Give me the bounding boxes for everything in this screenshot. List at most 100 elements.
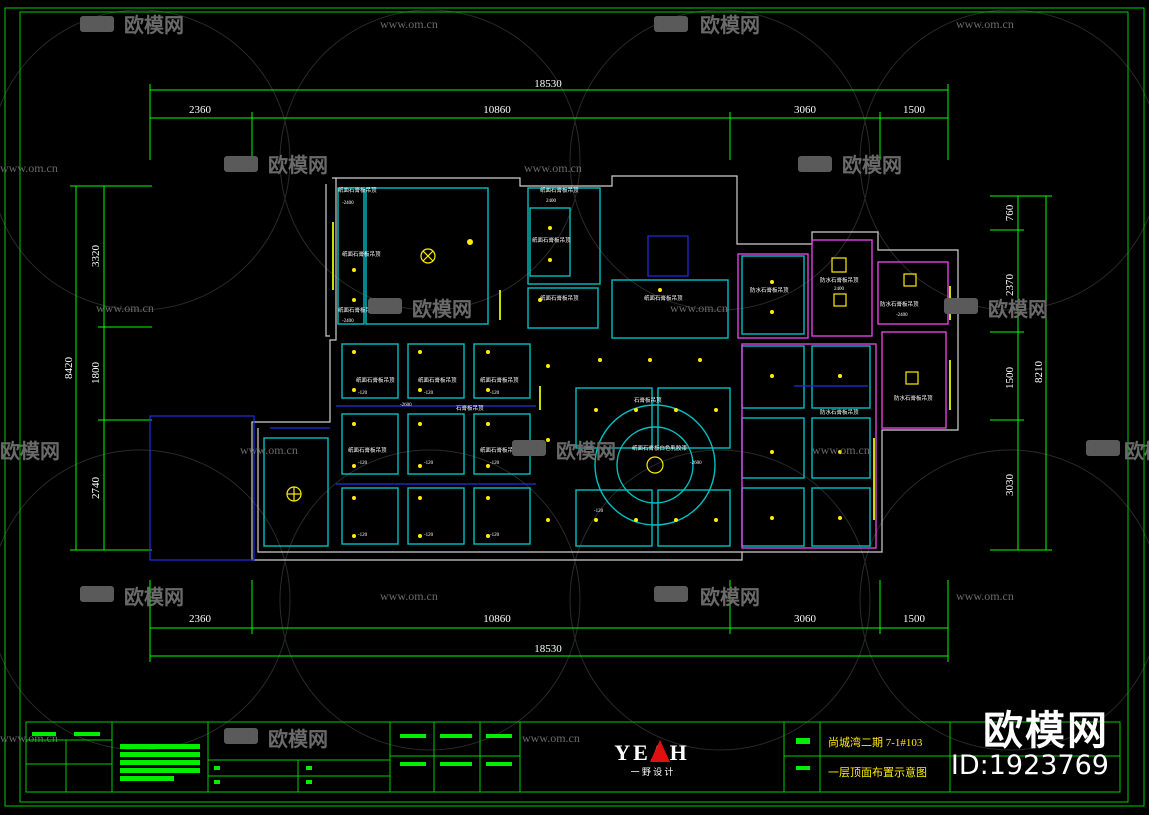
logo-subtitle: 一 野 设 计 xyxy=(631,766,674,777)
corner-id-label: ID:1923769 xyxy=(950,750,1109,781)
sofa-icon xyxy=(80,586,114,602)
level-tag: -120 xyxy=(424,533,434,538)
logo-accent-icon xyxy=(650,740,670,762)
dimension-bottom xyxy=(149,580,949,662)
room-label: 纸面石膏板吊顶 xyxy=(540,186,579,194)
dim-right-seg-1: 760 xyxy=(1004,204,1016,221)
logo-text: YEAH xyxy=(614,740,690,765)
dim-top-seg-4: 1500 xyxy=(903,104,926,116)
project-name: 尚城湾二期 7-1#103 xyxy=(828,735,923,749)
level-tag: -2600 xyxy=(400,403,412,408)
yeah-logo: YEAH 一 野 设 计 xyxy=(614,740,690,777)
dim-bottom-seg-3: 3060 xyxy=(794,613,817,625)
dimension-left xyxy=(70,185,152,551)
level-tag: 2400 xyxy=(546,199,557,204)
light-fixtures xyxy=(352,226,842,538)
watermark-url: www.om.cn xyxy=(240,443,298,457)
room-label: 纸面石膏板吊顶 xyxy=(480,446,519,454)
watermark-brand: 欧模网 xyxy=(412,297,472,321)
ceiling-lamp-symbols xyxy=(286,248,919,502)
watermark-url: www.om.cn xyxy=(670,301,728,315)
watermark-url-layer: www.om.cn www.om.cn www.om.cn www.om.cn … xyxy=(0,17,1014,745)
room-label: 防水石膏板吊顶 xyxy=(750,286,789,294)
dim-left-seg-3: 2740 xyxy=(90,477,102,500)
watermark-brand: 欧模网 xyxy=(700,13,760,37)
room-label: 纸面石膏板吊顶 xyxy=(532,236,571,244)
room-label: 纸面石膏板吊顶 xyxy=(356,376,395,384)
level-tag: -120 xyxy=(358,391,368,396)
room-label: 防水石膏板吊顶 xyxy=(820,408,859,416)
room-label: 纸面石膏板吊顶 xyxy=(342,250,381,258)
watermark-brand: 欧模网 xyxy=(988,297,1048,321)
watermark-brand: 欧模网 xyxy=(0,439,60,463)
watermark-brand: 欧模网 xyxy=(268,727,328,751)
dim-left-seg-2: 1800 xyxy=(90,362,102,385)
room-label: 石膏板吊顶 xyxy=(456,404,484,412)
blue-lines xyxy=(149,235,868,561)
watermark-brand: 欧模网 xyxy=(124,13,184,37)
corner-brand-watermark: 欧模网 xyxy=(983,708,1109,754)
sofa-icon xyxy=(654,16,688,32)
level-tag: -2400 xyxy=(342,319,354,324)
watermark-brand: 欧模网 xyxy=(700,585,760,609)
dim-left-seg-1: 3320 xyxy=(90,245,102,268)
dim-right-seg-2: 2370 xyxy=(1004,274,1016,297)
sofa-icon xyxy=(224,728,258,744)
sofa-icon xyxy=(80,16,114,32)
watermark-brand: 欧模网 xyxy=(124,585,184,609)
room-label: 防水石膏板吊顶 xyxy=(894,394,933,402)
title-block xyxy=(25,721,1121,793)
dim-right-seg-3: 1500 xyxy=(1004,367,1016,390)
watermark-url: www.om.cn xyxy=(522,731,580,745)
watermark-url: www.om.cn xyxy=(96,301,154,315)
level-tag: -2600 xyxy=(690,461,702,466)
sofa-icon xyxy=(798,156,832,172)
level-tag: 2400 xyxy=(834,287,845,292)
room-label: 石膏板吊顶 xyxy=(634,396,662,404)
room-label: 纸面石膏板吊顶 xyxy=(418,376,457,384)
watermark-url: www.om.cn xyxy=(812,443,870,457)
room-label: 纸面石膏板白色乳胶漆 xyxy=(632,444,688,452)
sofa-icon-layer xyxy=(80,16,1120,744)
dim-bottom-seg-2: 10860 xyxy=(483,613,511,625)
sofa-icon xyxy=(512,440,546,456)
dim-bottom-seg-1: 2360 xyxy=(189,613,212,625)
dim-top-overall: 18530 xyxy=(534,78,562,90)
watermark-brand: 欧模网 xyxy=(1124,439,1149,463)
dim-top-seg-1: 2360 xyxy=(189,104,212,116)
room-label: 纸面石膏板吊顶 xyxy=(338,186,377,194)
exterior-walls xyxy=(251,175,959,561)
watermark-url: www.om.cn xyxy=(524,161,582,175)
level-tags: -2400 -2400 -120 -120 -120 -120 -120 -12… xyxy=(342,199,908,538)
title-block-fills xyxy=(32,732,810,784)
watermark-layer: 欧模网 欧模网 欧模网 欧模网 欧模网 欧模网 欧模网 欧模网 欧模网 欧模网 … xyxy=(0,13,1149,751)
room-label: 纸面石膏板吊顶 xyxy=(540,294,579,302)
level-tag: -120 xyxy=(358,533,368,538)
level-tag: -120 xyxy=(490,533,500,538)
dim-right-overall: 8210 xyxy=(1033,361,1045,384)
level-tag: -120 xyxy=(358,461,368,466)
wet-rooms xyxy=(737,239,949,549)
dimension-top xyxy=(149,84,949,160)
room-label: 纸面石膏板吊顶 xyxy=(338,306,377,314)
room-label: 防水石膏板吊顶 xyxy=(880,300,919,308)
dim-left-overall: 8420 xyxy=(63,357,75,380)
level-tag: -120 xyxy=(594,509,604,514)
sheet-frame-inner xyxy=(19,11,1129,803)
level-tag: -120 xyxy=(490,461,500,466)
round-ceiling-feature xyxy=(594,404,716,526)
watermark-rings xyxy=(0,9,1149,751)
sheet-title: 一层顶面布置示意图 xyxy=(828,765,927,779)
level-tag: -2400 xyxy=(342,201,354,206)
watermark-url: www.om.cn xyxy=(380,17,438,31)
sofa-icon xyxy=(368,298,402,314)
watermark-brand: 欧模网 xyxy=(268,153,328,177)
watermark-brand: 欧模网 xyxy=(842,153,902,177)
level-tag: -120 xyxy=(424,461,434,466)
room-label: 防水石膏板吊顶 xyxy=(820,276,859,284)
room-label: 纸面石膏板吊顶 xyxy=(644,294,683,302)
dim-top-seg-3: 3060 xyxy=(794,104,817,116)
dim-bottom-seg-4: 1500 xyxy=(903,613,926,625)
watermark-brand: 欧模网 xyxy=(556,439,616,463)
